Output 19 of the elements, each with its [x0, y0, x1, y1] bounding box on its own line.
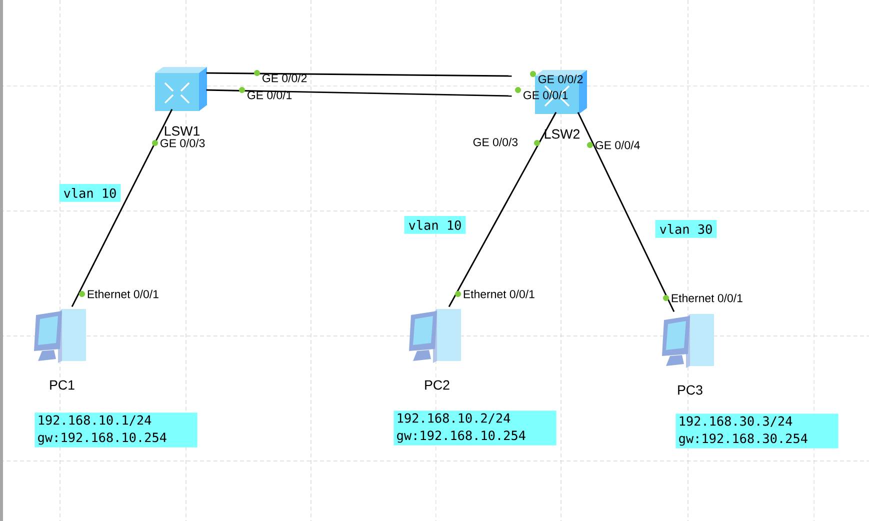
vlan-box: vlan 10	[404, 216, 466, 234]
address-box: 192.168.10.2/24 gw:192.168.10.254	[394, 410, 556, 446]
vlan-box: vlan 10	[59, 184, 121, 202]
device-name: LSW2	[544, 129, 580, 139]
address-box: 192.168.10.1/24 gw:192.168.10.254	[34, 412, 198, 448]
switch-drawing	[155, 67, 207, 111]
computer-drawing	[409, 309, 461, 363]
port-label: GE 0/0/4	[596, 140, 640, 150]
computer-drawing	[662, 314, 714, 368]
device-name: LSW1	[164, 126, 200, 136]
computer-drawing	[34, 309, 86, 363]
address-box: 192.168.30.3/24 gw:192.168.30.254	[676, 414, 838, 448]
device-name: PC2	[425, 380, 450, 390]
device-name: PC3	[678, 385, 702, 395]
device-name: PC1	[50, 380, 74, 390]
port-label: GE 0/0/1	[524, 90, 568, 100]
port-label: GE 0/0/2	[538, 74, 583, 84]
vlan-box: vlan 30	[655, 220, 717, 238]
port-label: GE 0/0/3	[160, 138, 205, 148]
